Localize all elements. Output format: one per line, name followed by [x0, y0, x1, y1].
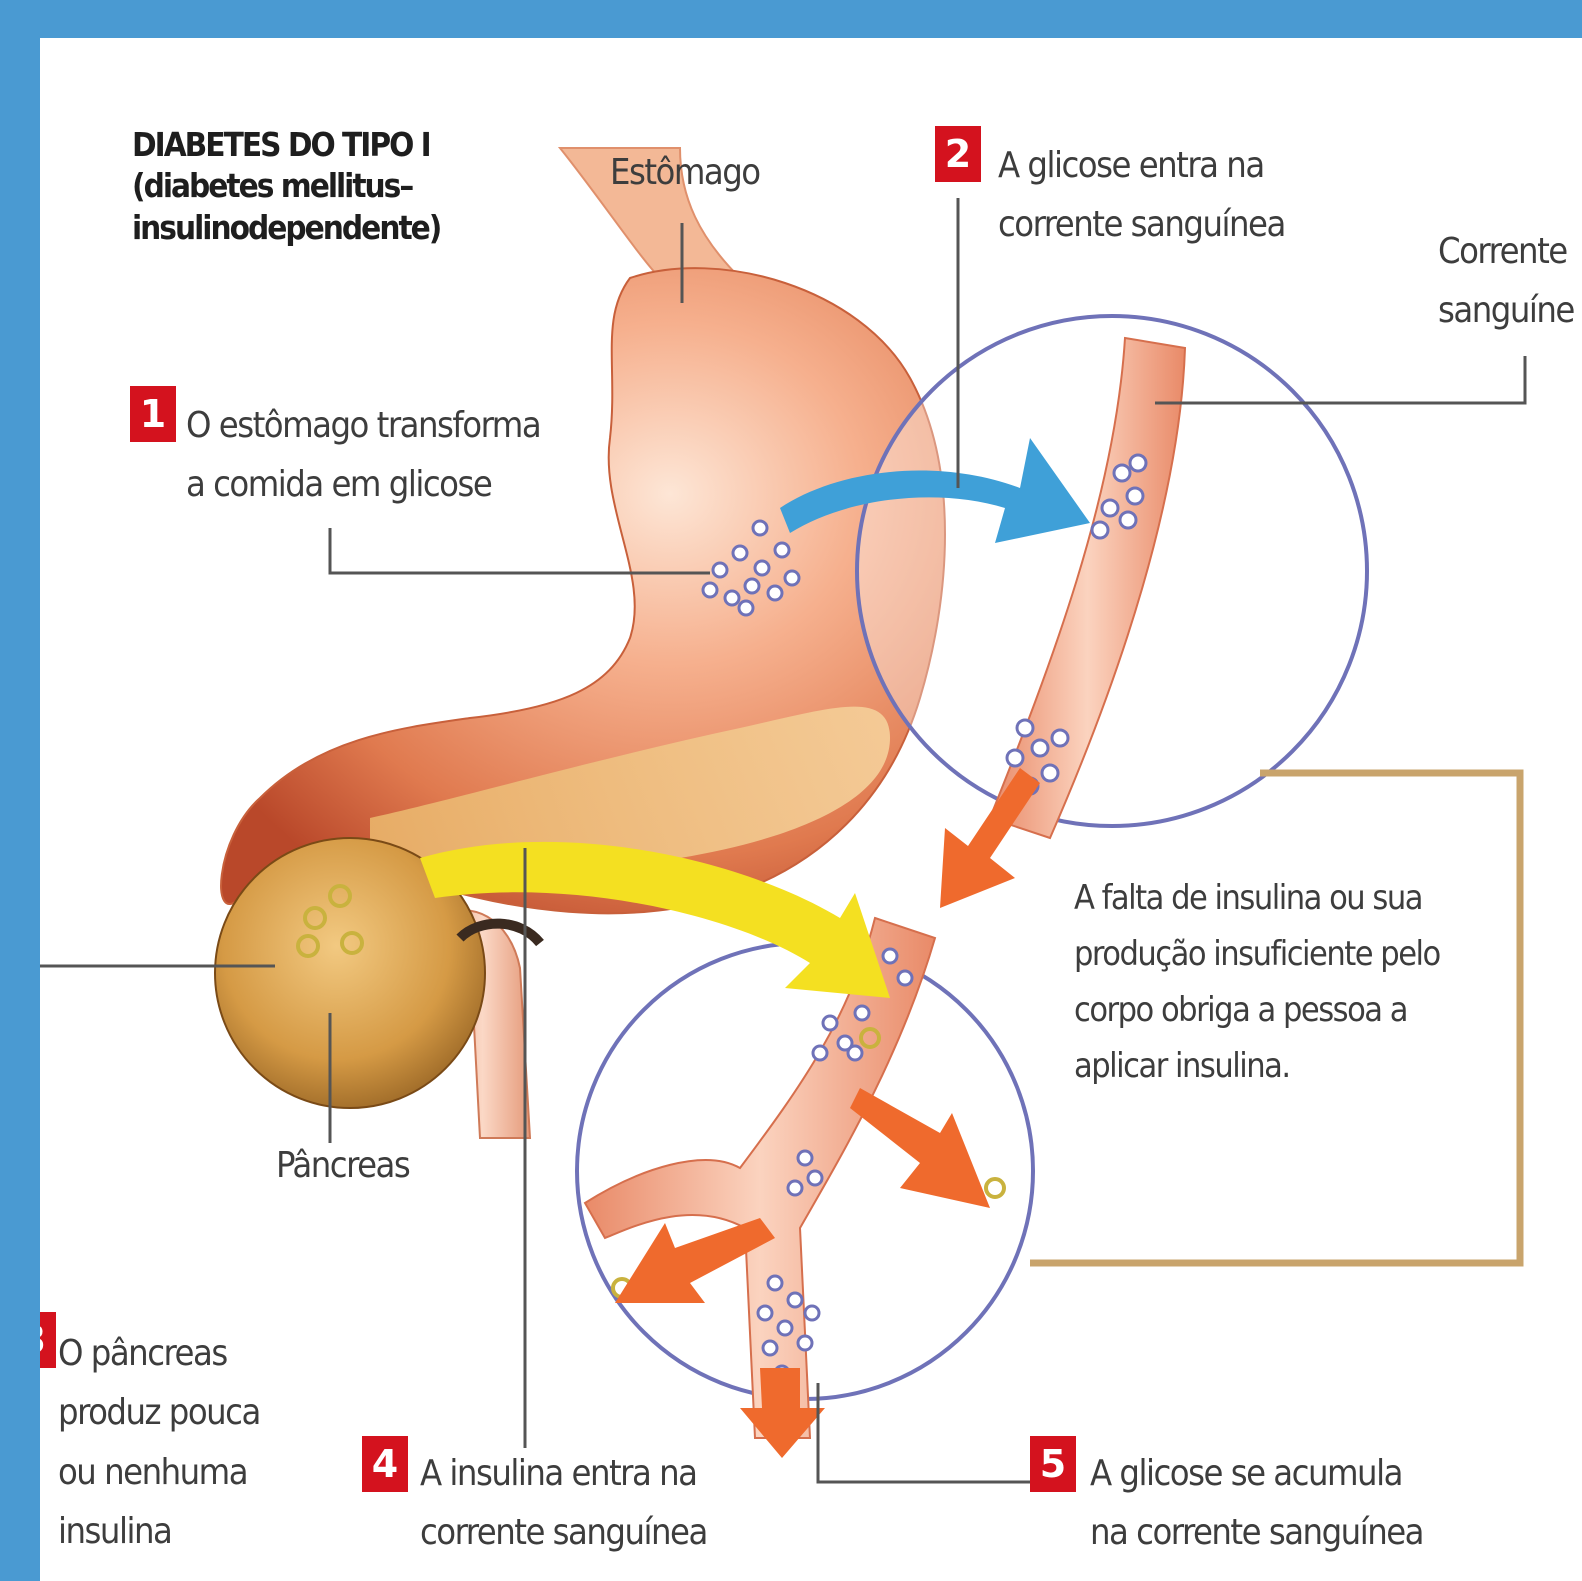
- step-2-line-1: A glicose entra na: [998, 136, 1285, 195]
- step-4-text: A insulina entra na corrente sanguínea: [420, 1444, 707, 1563]
- note-line-4: aplicar insulina.: [1074, 1038, 1440, 1094]
- step-3-line-1: O pâncreas: [58, 1324, 260, 1383]
- label-stomach: Estômago: [610, 143, 760, 202]
- step-4-line-2: corrente sanguínea: [420, 1503, 707, 1562]
- step-3-badge: 3: [40, 1312, 56, 1368]
- anatomy-illustration: [40, 38, 1582, 1581]
- step-5-line-1: A glicose se acumula: [1090, 1444, 1423, 1503]
- diagram-title: DIABETES DO TIPO I (diabetes mellitus– i…: [132, 124, 440, 248]
- step-5-line-2: na corrente sanguínea: [1090, 1503, 1423, 1562]
- step-1-line-2: a comida em glicose: [186, 455, 540, 514]
- step-3-line-3: ou nenhuma: [58, 1443, 260, 1502]
- note-line-2: produção insuficiente pelo: [1074, 926, 1440, 982]
- step-3-line-2: produz pouca: [58, 1383, 260, 1442]
- infographic-panel: DIABETES DO TIPO I (diabetes mellitus– i…: [40, 38, 1582, 1581]
- step-4-line-1: A insulina entra na: [420, 1444, 707, 1503]
- step-1-badge: 1: [130, 386, 176, 442]
- step-4-badge: 4: [362, 1436, 408, 1492]
- step-1-line-1: O estômago transforma: [186, 396, 540, 455]
- title-line-2: (diabetes mellitus–: [132, 165, 440, 206]
- note-line-1: A falta de insulina ou sua: [1074, 870, 1440, 926]
- step-2-text: A glicose entra na corrente sanguínea: [998, 136, 1285, 255]
- step-3-line-4: insulina: [58, 1502, 260, 1561]
- title-line-3: insulinodependente): [132, 207, 440, 248]
- step-2-badge: 2: [935, 126, 981, 182]
- label-bloodstream: Corrente sanguíne: [1438, 222, 1574, 341]
- step-1-text: O estômago transforma a comida em glicos…: [186, 396, 540, 515]
- note-line-3: corpo obriga a pessoa a: [1074, 982, 1440, 1038]
- label-bloodstream-line-1: Corrente: [1438, 222, 1574, 281]
- label-bloodstream-line-2: sanguíne: [1438, 281, 1574, 340]
- step-5-badge: 5: [1030, 1436, 1076, 1492]
- step-2-line-2: corrente sanguínea: [998, 195, 1285, 254]
- step-5-text: A glicose se acumula na corrente sanguín…: [1090, 1444, 1423, 1563]
- label-pancreas: Pâncreas: [276, 1136, 409, 1195]
- note-text: A falta de insulina ou sua produção insu…: [1074, 870, 1440, 1094]
- step-3-text: O pâncreas produz pouca ou nenhuma insul…: [58, 1324, 260, 1562]
- title-line-1: DIABETES DO TIPO I: [132, 124, 440, 165]
